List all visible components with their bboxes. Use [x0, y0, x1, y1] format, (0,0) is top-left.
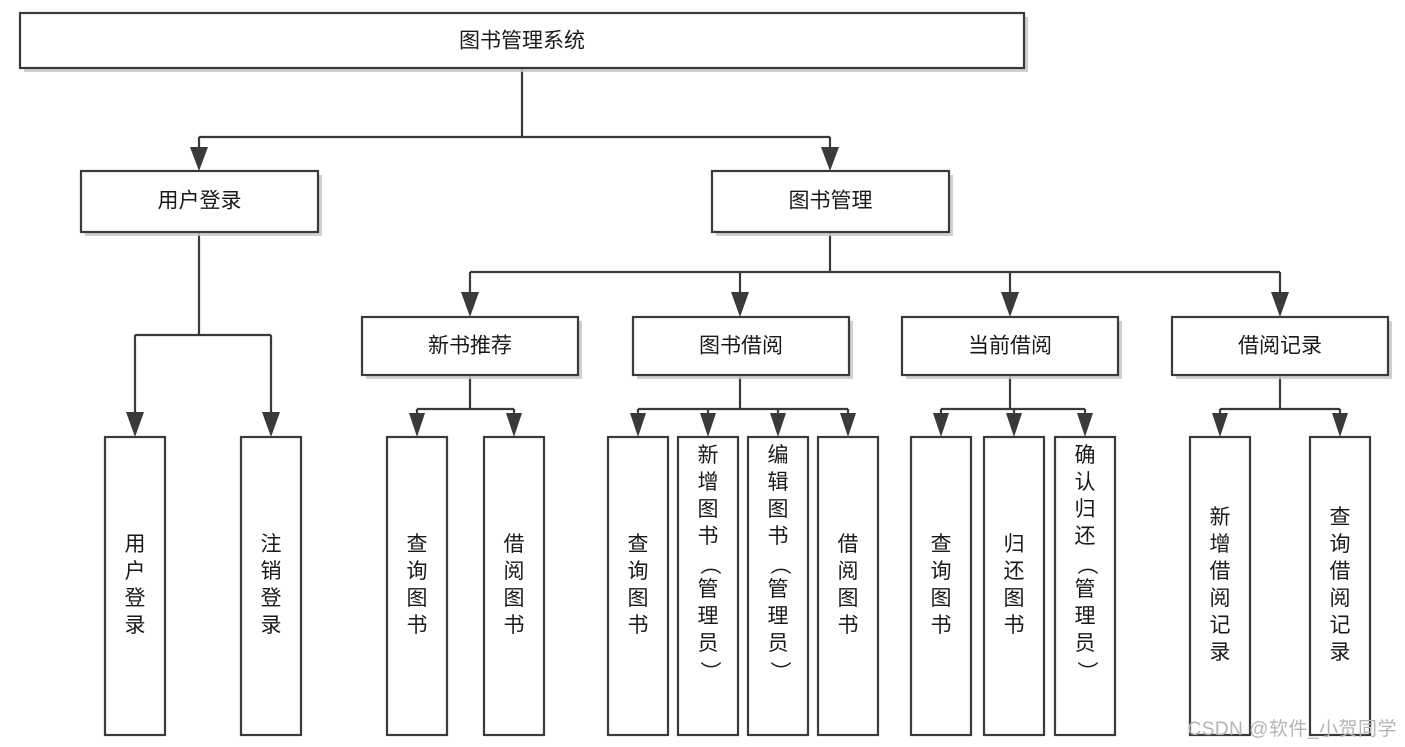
arrow-to-book-mgmt	[821, 147, 839, 171]
edge-layer	[126, 68, 1348, 437]
node-user-login-label: 用户登录	[158, 190, 242, 213]
node-book-management-label: 图书管理	[789, 190, 873, 213]
node-borrow-record[interactable]: 借阅记录	[1170, 315, 1392, 379]
arrow-to-leaf-query-book-1	[409, 413, 425, 437]
watermark: CSDN @软件_小贺同学	[1187, 719, 1397, 740]
arrow-to-leaf-query-book-2	[630, 413, 646, 437]
node-root[interactable]: 图书管理系统	[18, 11, 1028, 72]
leaf-rect-confirm-return[interactable]	[1053, 435, 1117, 737]
leaf-rect-borrow-book-2[interactable]	[816, 435, 880, 737]
leaf-node-rects	[103, 435, 1372, 737]
arrow-to-current-borrow	[1001, 292, 1019, 317]
arrow-to-borrow-record	[1271, 292, 1289, 317]
node-book-management[interactable]: 图书管理	[710, 169, 953, 236]
node-book-borrow-label: 图书借阅	[699, 335, 783, 358]
arrow-to-leaf-query-record	[1332, 413, 1348, 437]
arrow-to-book-borrow	[731, 292, 749, 317]
leaf-rect-return-book[interactable]	[982, 435, 1046, 737]
arrow-to-leaf-return-book	[1006, 413, 1022, 437]
leaf-rect-query-book-1[interactable]	[385, 435, 449, 737]
leaf-rect-query-book-3[interactable]	[909, 435, 973, 737]
arrow-to-leaf-borrow-book-1	[506, 413, 522, 437]
leaf-rect-query-book-2[interactable]	[606, 435, 670, 737]
arrow-to-leaf-confirm-return	[1077, 413, 1093, 437]
arrow-to-leaf-add-record	[1212, 413, 1228, 437]
node-root-label: 图书管理系统	[459, 30, 585, 53]
leaf-rect-query-record[interactable]	[1308, 435, 1372, 737]
node-borrow-record-label: 借阅记录	[1238, 335, 1322, 358]
node-current-borrow[interactable]: 当前借阅	[900, 315, 1122, 379]
node-layer: 图书管理系统 用户登录 图书管理 新书推荐	[18, 11, 1392, 737]
leaf-rect-edit-book[interactable]	[746, 435, 810, 737]
arrow-to-new-book-rec	[461, 292, 479, 317]
node-new-book-recommend[interactable]: 新书推荐	[360, 315, 582, 379]
node-current-borrow-label: 当前借阅	[968, 335, 1052, 358]
leaf-rect-logout[interactable]	[239, 435, 303, 737]
leaf-rect-add-book[interactable]	[676, 435, 740, 737]
leaf-rect-borrow-book-1[interactable]	[482, 435, 546, 737]
node-user-login[interactable]: 用户登录	[79, 169, 322, 236]
arrow-to-leaf-borrow-book-2	[840, 413, 856, 437]
leaf-rect-user-login[interactable]	[103, 435, 167, 737]
node-new-book-recommend-label: 新书推荐	[428, 335, 512, 358]
arrow-to-user-login	[190, 147, 208, 171]
arrow-to-leaf-user-login	[126, 412, 144, 437]
leaf-rect-add-record[interactable]	[1188, 435, 1252, 737]
arrow-to-leaf-query-book-3	[933, 413, 949, 437]
arrow-to-leaf-add-book	[700, 413, 716, 437]
arrow-to-leaf-logout	[262, 412, 280, 437]
arrow-to-leaf-edit-book	[770, 413, 786, 437]
node-book-borrow[interactable]: 图书借阅	[631, 315, 853, 379]
